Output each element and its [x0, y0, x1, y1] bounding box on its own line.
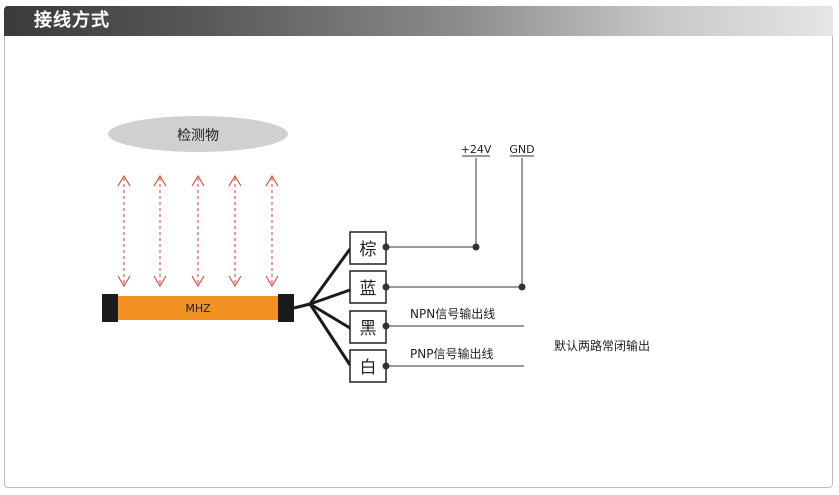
- detection-beams: [117, 175, 279, 287]
- beam-arrow: [265, 175, 279, 287]
- beam-arrow: [228, 175, 242, 287]
- wire-box-black: 黑: [349, 310, 387, 344]
- wire-label: 黑: [360, 319, 377, 339]
- sensor-label: MHZ: [185, 302, 211, 315]
- beam-arrow: [117, 175, 131, 287]
- output-lines: [382, 322, 524, 370]
- power-ground-label: GND: [509, 143, 534, 156]
- power-positive-label: +24V: [461, 143, 492, 156]
- wire-box-blue: 蓝: [349, 270, 387, 304]
- beam-arrow: [191, 175, 205, 287]
- wire-box-white: 白: [349, 349, 387, 383]
- wire-box-brown: 棕: [349, 231, 387, 265]
- sensor-bar: [102, 294, 294, 322]
- target-object: [108, 116, 288, 152]
- cable-bundle: [293, 248, 352, 366]
- wire-label: 棕: [360, 240, 377, 260]
- wire-label: 蓝: [360, 279, 377, 299]
- wire-label: 白: [360, 358, 377, 378]
- power-lines: [382, 155, 534, 291]
- pnp-output-label: PNP信号输出线: [410, 346, 493, 361]
- section-title: 接线方式: [34, 10, 110, 31]
- npn-output-label: NPN信号输出线: [410, 306, 495, 321]
- section-header: 接线方式: [4, 6, 833, 36]
- beam-arrow: [153, 175, 167, 287]
- default-output-note: 默认两路常闭输出: [554, 338, 650, 353]
- target-label: 检测物: [177, 128, 219, 144]
